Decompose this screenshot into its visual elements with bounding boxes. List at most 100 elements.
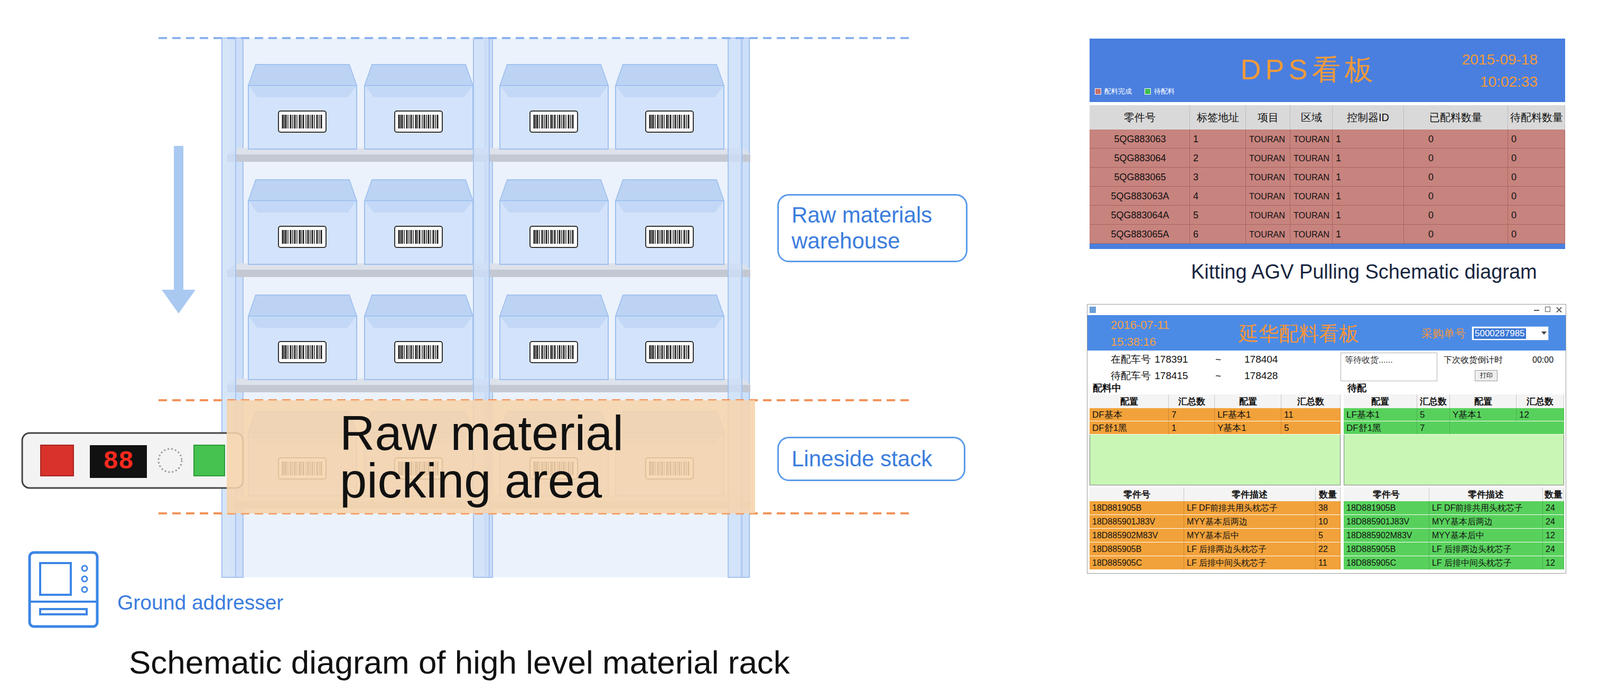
label-text: TOURAN bbox=[1249, 172, 1286, 183]
label-text: 6 bbox=[1193, 228, 1199, 240]
table-cell: 3 bbox=[1189, 167, 1246, 187]
label-text: 配置 bbox=[1239, 395, 1258, 408]
label-text: 1 bbox=[1335, 171, 1342, 183]
label-text: 控制器ID bbox=[1346, 110, 1390, 125]
label-text: 2015-09-18 bbox=[1462, 51, 1538, 69]
table-header: 标签地址 bbox=[1189, 105, 1246, 130]
table-cell: 1 bbox=[1168, 421, 1215, 435]
label-text: Kitting AGV Pulling Schematic diagram bbox=[1191, 260, 1538, 284]
label-text: 0 bbox=[1428, 152, 1434, 164]
table-cell: 0 bbox=[1403, 148, 1509, 168]
label-text: 11 bbox=[1284, 409, 1294, 421]
table-cell: 0 bbox=[1403, 186, 1509, 206]
label-text: 汇总数 bbox=[1419, 395, 1447, 408]
table-cell: LF DF前排共用头枕芯子 bbox=[1184, 500, 1316, 515]
table-cell: 24 bbox=[1542, 542, 1565, 556]
table-cell: 24 bbox=[1542, 514, 1565, 529]
table-cell: DF基本 bbox=[1089, 407, 1169, 422]
label-text: ~ bbox=[1215, 353, 1222, 366]
label-text: 数量 bbox=[1544, 488, 1563, 501]
label-text: TOURAN bbox=[1249, 153, 1286, 164]
label-text: MYY基本后中 bbox=[1186, 529, 1240, 542]
label-text: 数量 bbox=[1318, 488, 1337, 501]
addresser-screen bbox=[40, 562, 71, 595]
label-text: LF 后排两边头枕芯子 bbox=[1431, 543, 1512, 555]
label-text: 18D881905B bbox=[1346, 503, 1396, 513]
label-text: 汇总数 bbox=[1178, 395, 1206, 408]
table-cell: 12 bbox=[1542, 528, 1565, 543]
label-cell: 5000287985 bbox=[1472, 326, 1541, 340]
table-cell: 0 bbox=[1403, 129, 1509, 149]
label-cell: 10:02:33 bbox=[1427, 72, 1540, 92]
label-text: 0 bbox=[1428, 133, 1434, 145]
label-text: 178391 bbox=[1154, 353, 1188, 366]
label-text: 5 bbox=[1193, 209, 1199, 221]
table-header: 汇总数 bbox=[1516, 394, 1565, 408]
table-cell: 0 bbox=[1508, 205, 1566, 225]
label-text: 18D881905B bbox=[1092, 503, 1142, 513]
label-text: 下次收货倒计时 bbox=[1443, 354, 1503, 366]
table-cell: 0 bbox=[1508, 186, 1566, 206]
label-text: 0 bbox=[1428, 209, 1434, 221]
table-cell: 1 bbox=[1189, 129, 1246, 149]
label-text: 5QG883065A bbox=[1110, 228, 1169, 240]
label-text: Ground addresser bbox=[117, 590, 284, 615]
label-text: 零件描述 bbox=[1231, 488, 1268, 501]
label-text: 待配料数量 bbox=[1510, 110, 1564, 125]
table-header: 数量 bbox=[1315, 487, 1341, 501]
label-text: 11 bbox=[1318, 557, 1328, 568]
label-text: LF DF前排共用头枕芯子 bbox=[1186, 502, 1278, 514]
label-text: 178428 bbox=[1244, 369, 1278, 382]
label-text: 178415 bbox=[1154, 369, 1188, 382]
label-cell: 在配车号 bbox=[1108, 351, 1155, 367]
node-text: Raw materials warehouse bbox=[791, 202, 954, 254]
label-text: 0 bbox=[1428, 228, 1434, 240]
label-cell: 等待收货...... bbox=[1342, 353, 1436, 367]
sensor-circle bbox=[158, 448, 182, 472]
label-text: 1 bbox=[1193, 133, 1199, 145]
table-cell: 4 bbox=[1189, 186, 1246, 206]
label-text: 延华配料看板 bbox=[1238, 320, 1360, 348]
label-text: 22 bbox=[1318, 544, 1328, 554]
label-text: 0 bbox=[1511, 190, 1517, 202]
table-cell: LF DF前排共用头枕芯子 bbox=[1429, 500, 1543, 515]
controller-panel bbox=[22, 432, 244, 488]
label-cell: 178404 bbox=[1242, 351, 1284, 367]
label-cell: ~ bbox=[1213, 351, 1226, 367]
label-cell: 待配车号 bbox=[1108, 368, 1155, 384]
window-icon bbox=[1089, 306, 1096, 313]
table-cell: 1 bbox=[1332, 129, 1404, 149]
label-text: 采购单号 bbox=[1421, 326, 1466, 341]
label-text: 5QG883065 bbox=[1113, 171, 1166, 183]
storage-bin bbox=[499, 64, 609, 150]
label-text: 5 bbox=[1318, 530, 1324, 541]
legend-swatch bbox=[1094, 88, 1102, 95]
window-minimize bbox=[1533, 309, 1540, 311]
table-cell: 2 bbox=[1189, 148, 1246, 168]
table-cell: 7 bbox=[1417, 421, 1450, 435]
label-text: 0 bbox=[1511, 171, 1517, 183]
label-text: 0 bbox=[1511, 133, 1517, 145]
label-text: 1 bbox=[1335, 152, 1342, 164]
table-cell: TOURAN bbox=[1245, 129, 1291, 149]
label-text: 18D885902M83V bbox=[1092, 530, 1159, 541]
table-cell: TOURAN bbox=[1290, 167, 1333, 187]
table-header: 控制器ID bbox=[1332, 105, 1404, 130]
label-text: TOURAN bbox=[1249, 134, 1286, 145]
table-cell: 0 bbox=[1508, 167, 1566, 187]
storage-bin bbox=[499, 179, 609, 265]
table-cell: MYY基本后中 bbox=[1184, 528, 1316, 543]
table-cell: 5QG883063A bbox=[1089, 186, 1190, 206]
label-text: 18D885905C bbox=[1346, 557, 1397, 568]
label-text: 待配车号 bbox=[1110, 368, 1151, 383]
addresser-icon bbox=[29, 552, 98, 627]
table-cell: 0 bbox=[1403, 205, 1509, 225]
legend-swatch bbox=[1144, 88, 1151, 95]
label-text: LF 后排两边头枕芯子 bbox=[1186, 543, 1267, 555]
table-header: 零件号 bbox=[1089, 105, 1190, 130]
label-text: TOURAN bbox=[1293, 229, 1330, 240]
label-text: TOURAN bbox=[1249, 229, 1286, 240]
table-cell: LF 后排中间头枕芯子 bbox=[1429, 555, 1543, 570]
label-text: 18D885901J83V bbox=[1346, 516, 1410, 527]
panel-caption: Kitting AGV Pulling Schematic diagram bbox=[1188, 258, 1591, 285]
